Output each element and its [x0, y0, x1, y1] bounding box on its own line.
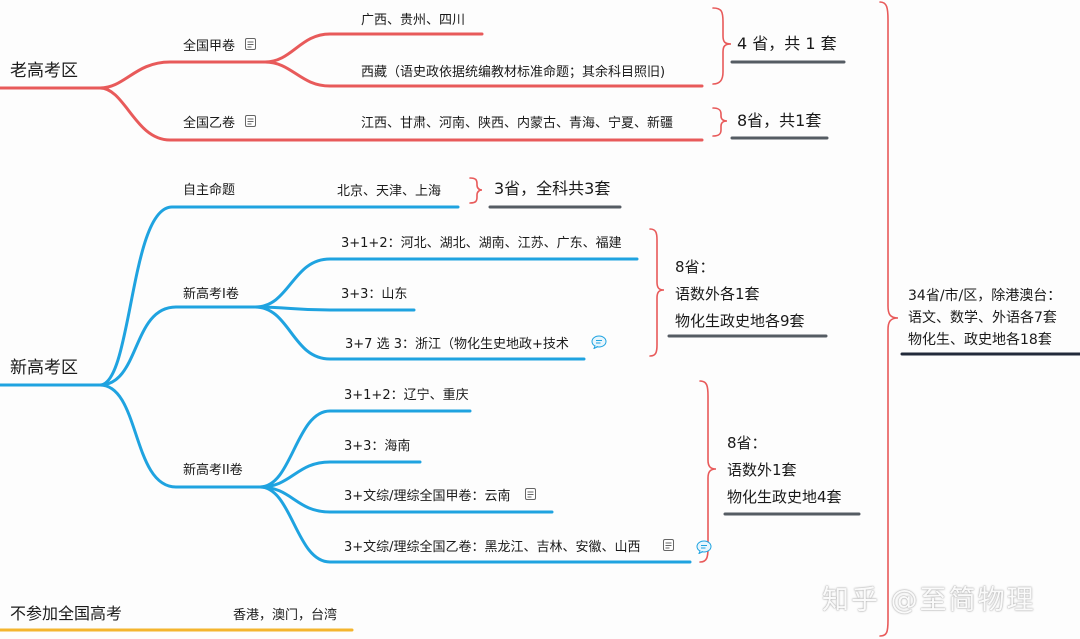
none-region-label: 不参加全国高考	[10, 604, 123, 623]
bracket-paper-a	[712, 7, 732, 85]
self-label: 自主命题	[183, 183, 236, 198]
self-summary: 3省，全科共3套	[494, 179, 611, 198]
paper2-to-item4-edge	[258, 485, 692, 564]
paper-1-item-1: 3+1+2：河北、湖北、湖南、江苏、广东、福建	[341, 236, 622, 251]
paper2-to-item1-edge	[258, 409, 472, 489]
paper-1-summary: 8省： 语数外各1套 物化生政史地各9套	[675, 254, 805, 335]
paper-a-summary: 4 省，共 1 套	[737, 34, 837, 53]
paper-2-item-4: 3+文综/理综全国乙卷：黑龙江、吉林、安徽、山西	[344, 540, 641, 555]
paper-2-summary: 8省： 语数外1套 物化生政史地4套	[727, 430, 842, 511]
bracket-paper-b	[712, 107, 728, 137]
new-to-paper1-edge	[98, 305, 257, 387]
paper-1-summary-line-3: 物化生政史地各9套	[675, 312, 805, 330]
paper-a-to-item1-edge	[263, 32, 484, 64]
new-to-self-edge	[98, 205, 247, 387]
paper2-to-item2-edge	[258, 460, 422, 489]
old-to-paper-a-edge	[98, 60, 267, 90]
none-item-1: 香港，澳门，台湾	[233, 608, 338, 623]
paper1-to-item2-edge	[253, 305, 416, 312]
overall-summary-line-2: 语文、数学、外语各7套	[908, 310, 1057, 326]
new-region-label: 新高考区	[10, 358, 78, 378]
paper-2-item-2: 3+3：海南	[344, 439, 411, 454]
paper-b-label: 全国乙卷	[183, 116, 236, 131]
note-icon[interactable]	[245, 115, 256, 127]
paper-b-item-1: 江西、甘肃、河南、陕西、内蒙古、青海、宁夏、新疆	[361, 116, 674, 131]
comment-icon[interactable]	[696, 540, 712, 554]
bracket-self	[469, 177, 483, 204]
bracket-overall	[879, 1, 899, 637]
paper-1-item-3: 3+7 选 3：浙江（物化生史地政+技术	[345, 337, 569, 352]
paper-2-item-3: 3+文综/理综全国甲卷：云南	[344, 489, 511, 504]
paper-1-summary-line-1: 8省：	[675, 258, 715, 276]
paper-a-label: 全国甲卷	[183, 39, 236, 54]
note-icon[interactable]	[525, 488, 536, 500]
paper-2-label: 新高考II卷	[183, 463, 243, 478]
self-item-1: 北京、天津、上海	[337, 184, 442, 199]
paper-2-summary-line-2: 语数外1套	[727, 461, 797, 479]
note-icon[interactable]	[663, 539, 674, 551]
new-to-paper2-edge	[98, 383, 262, 489]
paper-a-item-1: 广西、贵州、四川	[361, 13, 466, 28]
paper-2-summary-line-1: 8省：	[727, 434, 767, 452]
paper1-to-item3-edge	[253, 305, 586, 361]
paper1-to-item1-edge	[253, 257, 639, 309]
paper-1-summary-line-2: 语数外各1套	[675, 285, 760, 303]
overall-summary-line-1: 34省/市/区，除港澳台：	[908, 288, 1062, 304]
overall-summary: 34省/市/区，除港澳台： 语文、数学、外语各7套 物化生、政史地各18套	[908, 285, 1061, 351]
bracket-paper1	[649, 228, 665, 357]
note-icon[interactable]	[245, 38, 256, 50]
paper-1-item-2: 3+3：山东	[341, 287, 408, 302]
paper-b-summary: 8省，共1套	[737, 111, 822, 130]
watermark: 知乎 @至简物理	[822, 585, 1036, 616]
paper-2-summary-line-3: 物化生政史地4套	[727, 488, 842, 506]
paper-2-item-1: 3+1+2：辽宁、重庆	[344, 388, 469, 403]
paper-a-item-2: 西藏（语史政依据统编教材标准命题；其余科目照旧)	[361, 65, 666, 80]
old-region-label: 老高考区	[10, 61, 78, 81]
overall-summary-line-3: 物化生、政史地各18套	[908, 332, 1052, 348]
comment-icon[interactable]	[591, 335, 607, 349]
paper-1-label: 新高考I卷	[183, 287, 239, 302]
paper-a-to-item2-edge	[263, 60, 704, 88]
bracket-paper2	[699, 380, 717, 563]
old-to-paper-b-edge	[98, 86, 352, 142]
paper2-to-item3-edge	[258, 485, 554, 514]
